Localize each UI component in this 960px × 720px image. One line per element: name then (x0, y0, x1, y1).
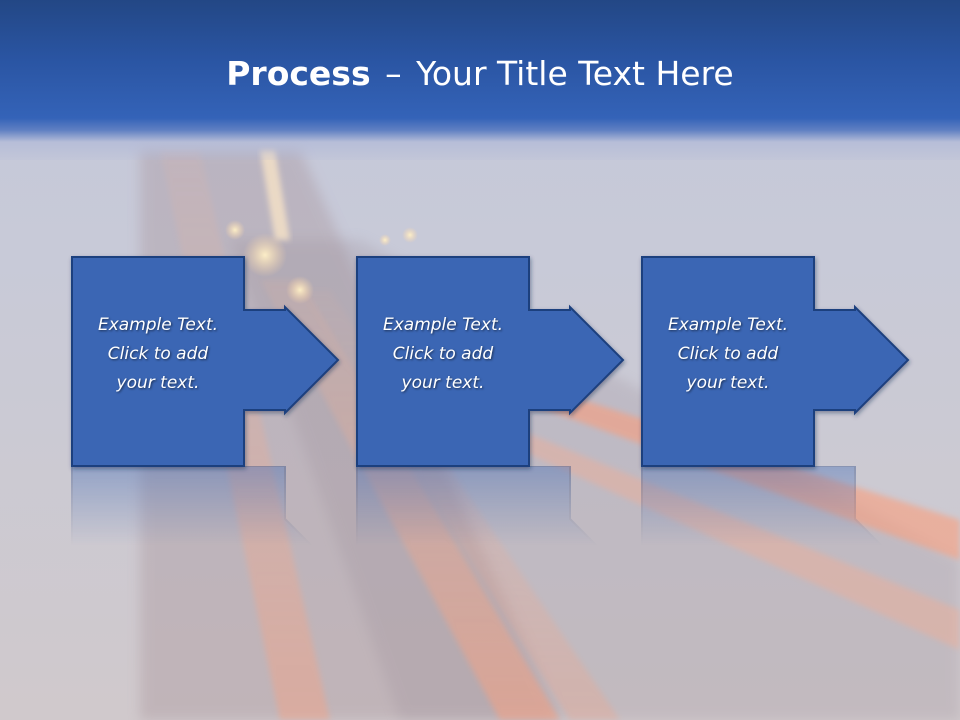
step-text-line: Example Text. (382, 315, 504, 335)
slide-title: Process – Your Title Text Here (0, 52, 960, 96)
title-band (0, 0, 960, 160)
process-step-1[interactable] (71, 256, 340, 467)
right-arrow-icon (239, 304, 340, 416)
process-step-3-text[interactable]: Example Text. Click to add your text. (642, 311, 814, 398)
title-separator: – (385, 54, 402, 93)
right-arrow-icon (524, 304, 625, 416)
process-box-1 (71, 256, 245, 467)
step-text-line: Example Text. (97, 315, 219, 335)
title-strong: Process (226, 54, 371, 93)
step-text-line: your text. (401, 373, 485, 393)
step-text-line: Click to add (677, 344, 779, 364)
step-text-line: Example Text. (667, 315, 789, 335)
right-arrow-icon (810, 304, 910, 416)
process-box-2 (356, 256, 530, 467)
process-box-3 (641, 256, 815, 467)
step-text-line: your text. (116, 373, 200, 393)
process-step-2[interactable] (356, 256, 625, 467)
title-rest: Your Title Text Here (416, 54, 734, 93)
step-text-line: your text. (686, 373, 770, 393)
process-step-1-text[interactable]: Example Text. Click to add your text. (72, 311, 244, 398)
step-text-line: Click to add (107, 344, 209, 364)
process-step-3[interactable] (641, 256, 910, 467)
step-text-line: Click to add (392, 344, 494, 364)
process-step-2-text[interactable]: Example Text. Click to add your text. (357, 311, 529, 398)
